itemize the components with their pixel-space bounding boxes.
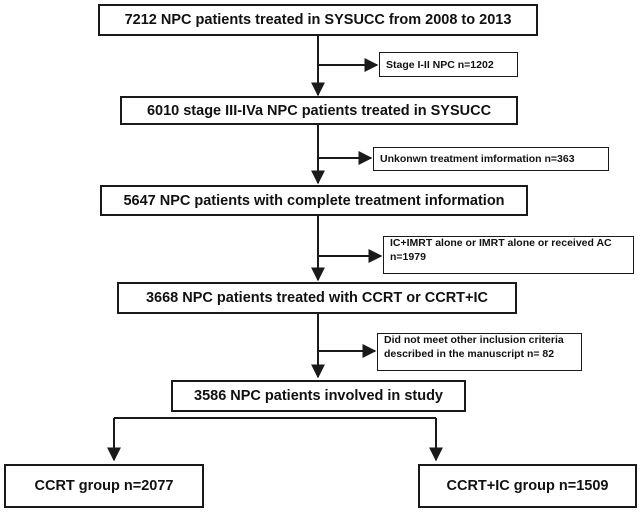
exclusion-4-line-2: described in the manuscript n= 82 xyxy=(384,347,555,360)
group-box-ccrt: CCRT group n=2077 xyxy=(4,464,204,508)
group-box-ccrt-ic: CCRT+IC group n=1509 xyxy=(418,464,637,508)
exclusion-box-2: Unkonwn treatment imformation n=363 xyxy=(373,147,609,171)
step-box-2: 6010 stage III-IVa NPC patients treated … xyxy=(120,96,518,125)
step-box-1: 7212 NPC patients treated in SYSUCC from… xyxy=(98,4,538,36)
exclusion-box-1: Stage I-II NPC n=1202 xyxy=(379,52,518,77)
step-box-5: 3586 NPC patients involved in study xyxy=(171,380,466,412)
exclusion-3-line-1: IC+IMRT alone or IMRT alone or received … xyxy=(390,237,612,249)
step-box-3: 5647 NPC patients with complete treatmen… xyxy=(100,185,528,216)
exclusion-3-line-2: n=1979 xyxy=(390,250,426,263)
exclusion-box-3: IC+IMRT alone or IMRT alone or received … xyxy=(383,236,634,274)
exclusion-box-4: Did not meet other inclusion criteria de… xyxy=(377,333,582,371)
step-box-4: 3668 NPC patients treated with CCRT or C… xyxy=(117,282,517,314)
exclusion-4-line-1: Did not meet other inclusion criteria xyxy=(384,334,564,346)
